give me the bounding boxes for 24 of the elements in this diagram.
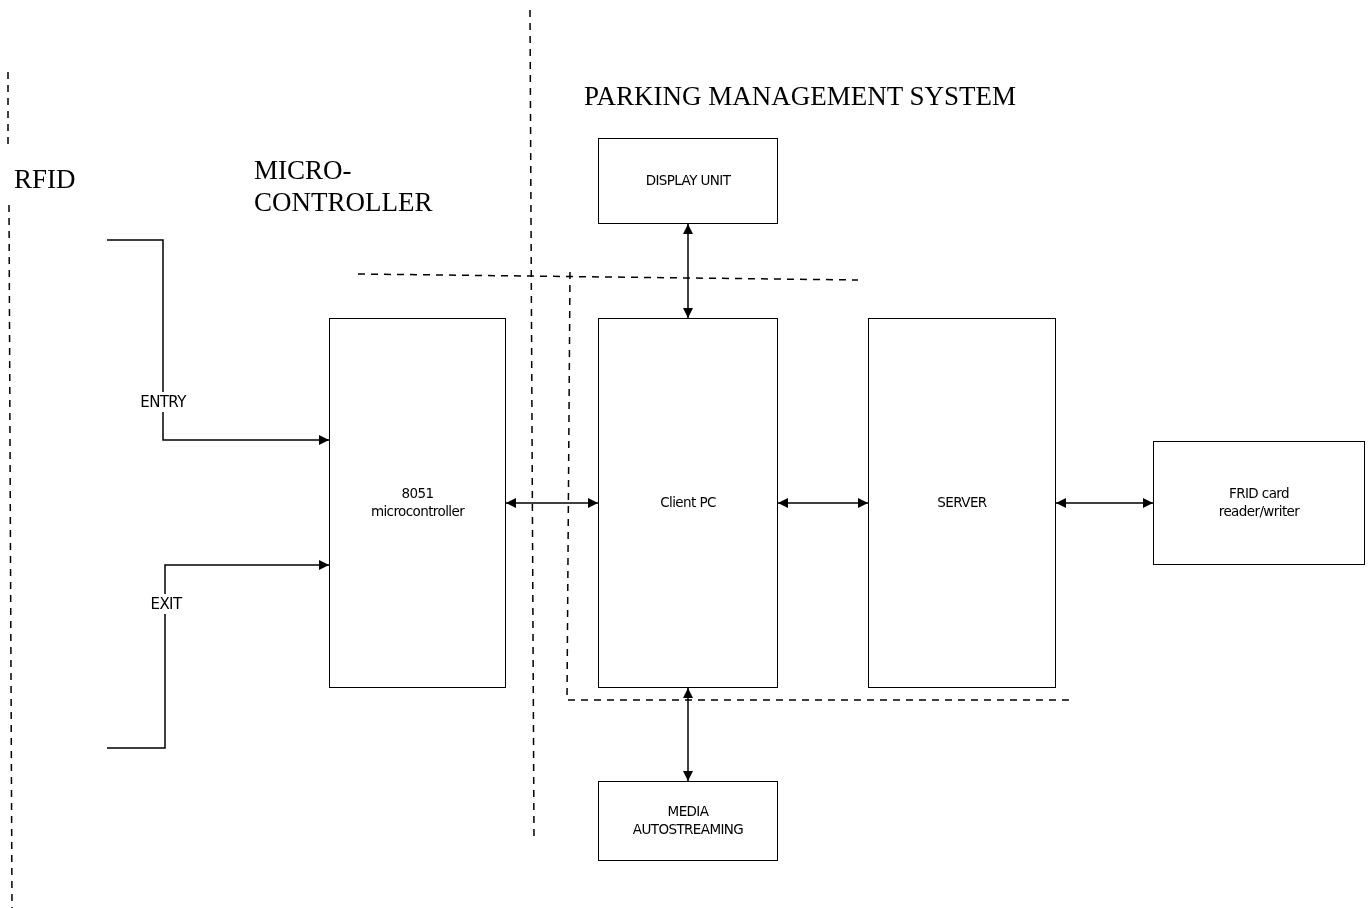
block-label: 8051 microcontroller xyxy=(369,485,466,521)
arrow xyxy=(106,239,330,445)
arrow xyxy=(505,498,599,508)
arrow xyxy=(683,687,693,782)
block-box xyxy=(329,318,506,688)
arrow xyxy=(1055,498,1154,508)
edge-label: ENTRY xyxy=(140,392,186,412)
block-box xyxy=(598,781,778,861)
section-title: PARKING MANAGEMENT SYSTEM xyxy=(584,80,1018,113)
block-box xyxy=(1153,441,1365,565)
block-box xyxy=(598,138,778,224)
block-label: DISPLAY UNIT xyxy=(645,172,731,190)
arrow xyxy=(106,560,330,749)
edge-label: EXIT xyxy=(150,594,182,614)
block-label: Client PC xyxy=(660,494,716,512)
block-box xyxy=(598,318,778,688)
block-label: SERVER xyxy=(937,494,987,512)
arrow xyxy=(777,498,869,508)
block-label: MEDIA AUTOSTREAMING xyxy=(631,803,745,839)
section-title: RFID xyxy=(14,163,77,196)
block-box xyxy=(868,318,1056,688)
section-title: MICRO- CONTROLLER xyxy=(254,154,434,219)
arrow xyxy=(683,223,693,319)
block-label: FRID card reader/writer xyxy=(1217,485,1301,521)
